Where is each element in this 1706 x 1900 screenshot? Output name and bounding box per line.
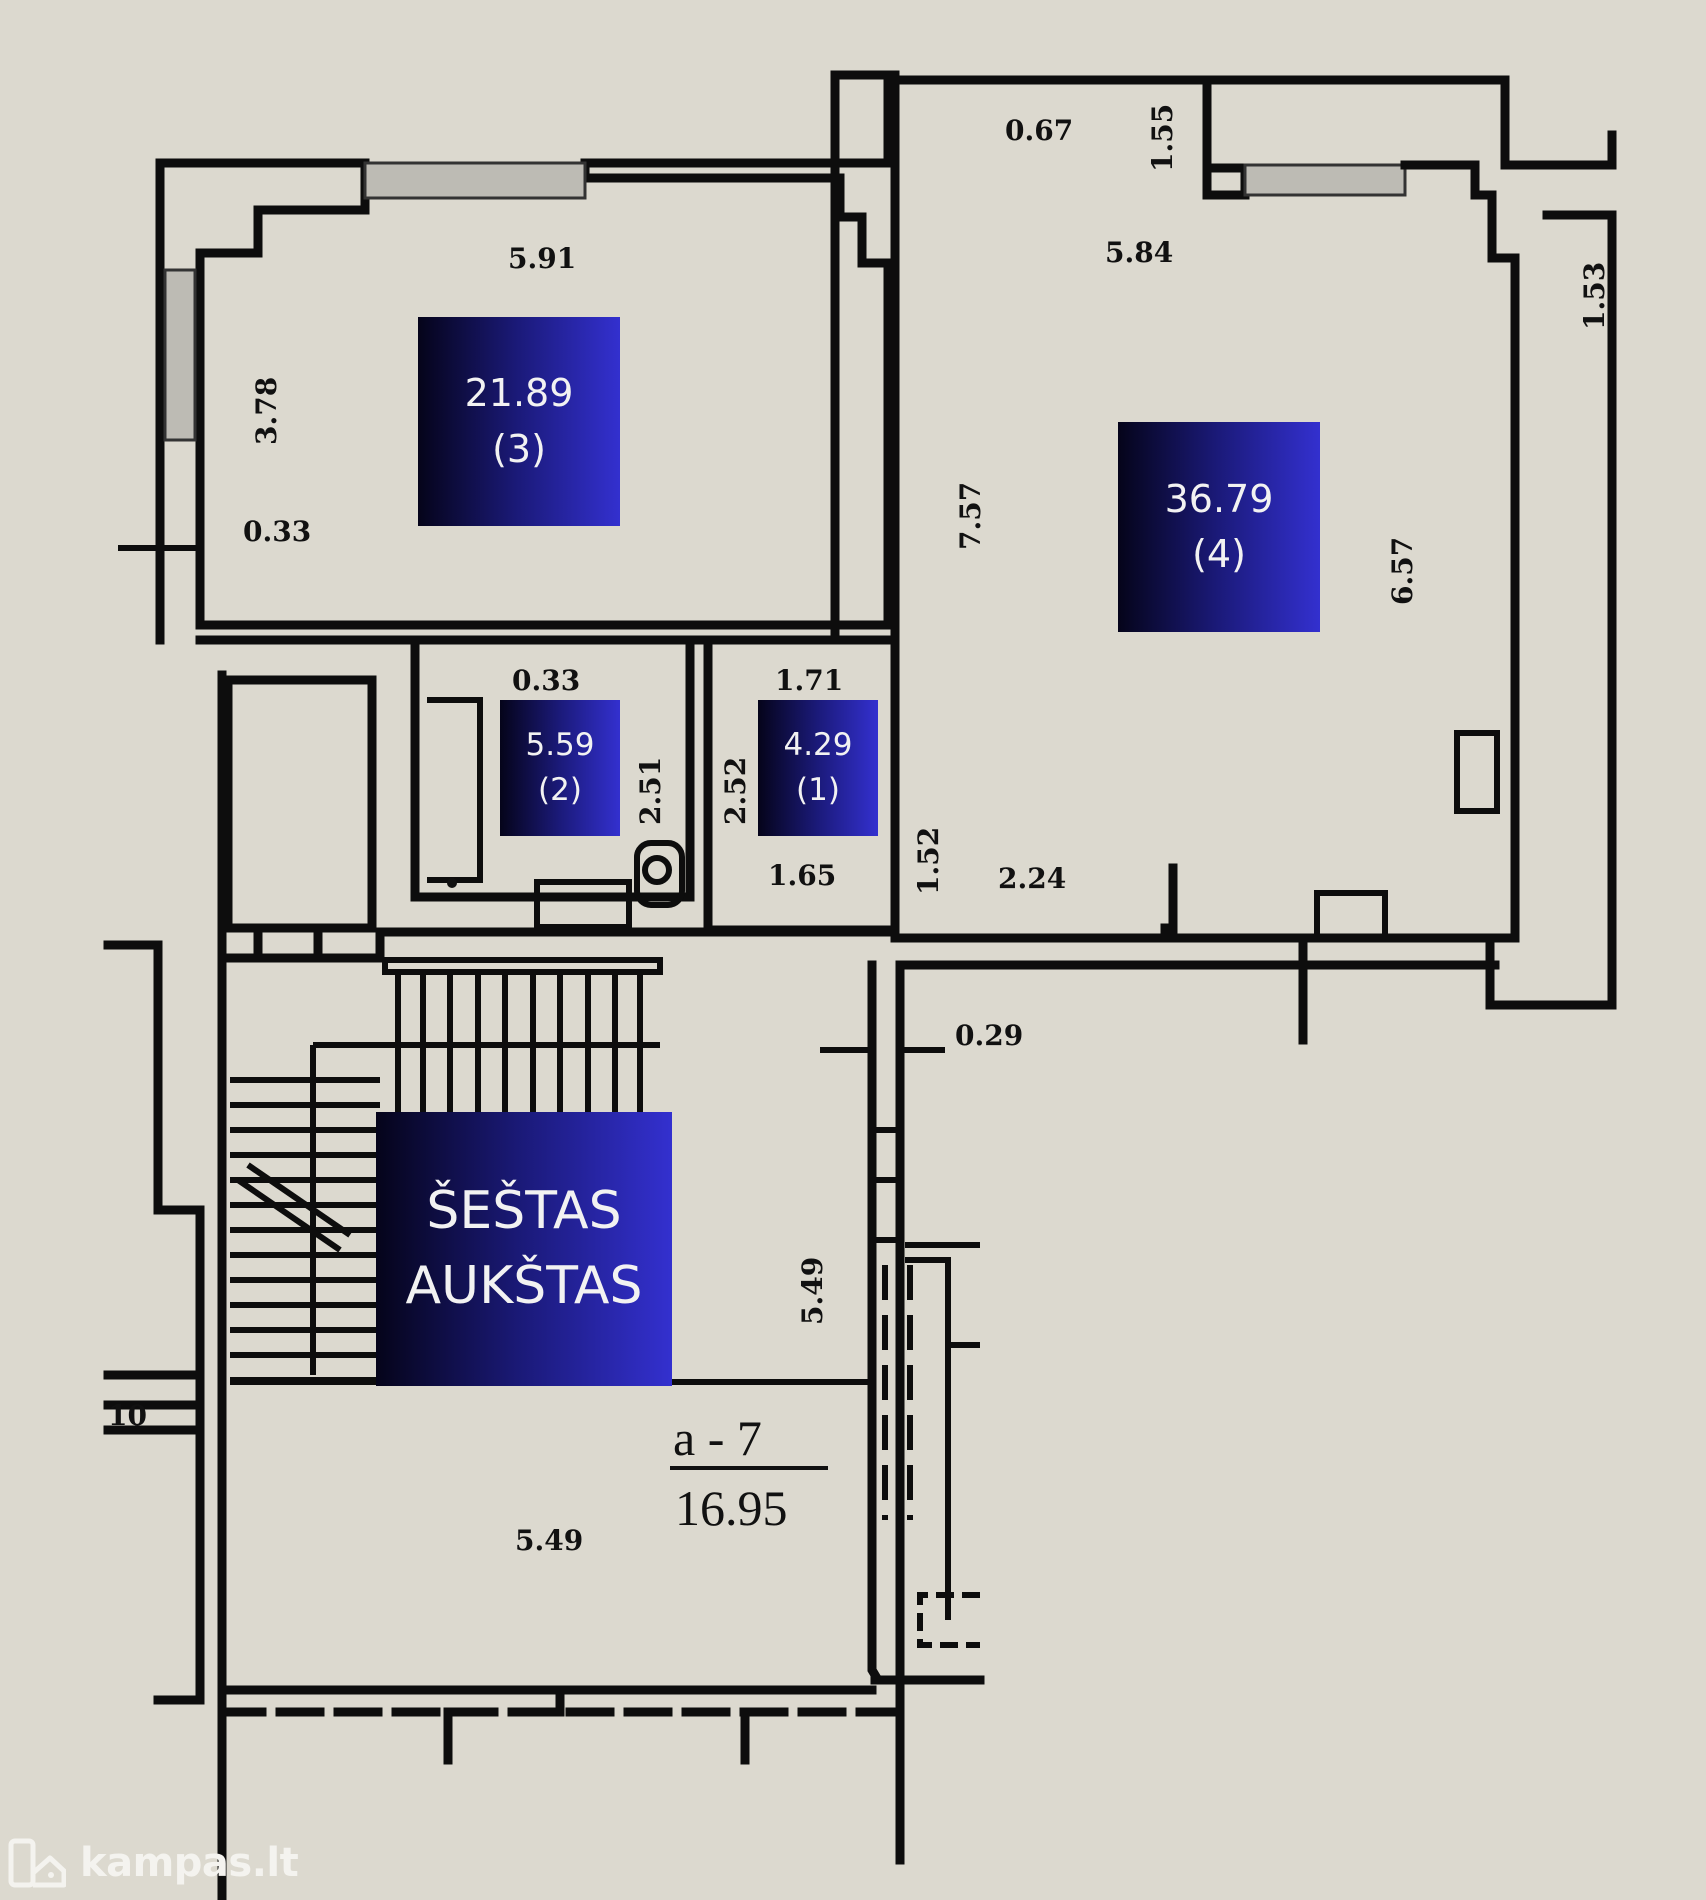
- dim-corridor-wall: 0.29: [955, 1019, 1023, 1052]
- stair-steps-lower: [230, 1077, 870, 1385]
- floor-label-badge: ŠEŠTAS AUKŠTAS: [376, 1112, 672, 1386]
- room-area: 21.89: [464, 371, 574, 416]
- floor-label-line1: ŠEŠTAS: [426, 1180, 622, 1241]
- dim-room3-width: 5.91: [508, 242, 576, 275]
- brand-name: kampas.lt: [80, 1840, 299, 1886]
- stairwell-walls: [103, 670, 1500, 1900]
- dim-wc-height: 2.52: [719, 757, 752, 825]
- room-badge-3: 21.89 (3): [418, 317, 620, 526]
- room-badge-1: 4.29 (1): [758, 700, 878, 836]
- stair-area: 16.95: [675, 1480, 788, 1536]
- room-number: (1): [796, 772, 840, 808]
- bathtub: [534, 879, 632, 930]
- stair-label: a - 7: [673, 1410, 762, 1466]
- stove: [1314, 890, 1388, 941]
- window: [163, 268, 197, 442]
- dim-bathroom-height: 2.51: [634, 757, 667, 825]
- dim-room4-width: 5.84: [1105, 236, 1173, 269]
- dim-room4-bottom: 2.24: [998, 862, 1066, 895]
- dim-bathroom-top: 0.33: [512, 664, 580, 697]
- room-3-walls: [118, 70, 900, 645]
- room-area: 5.59: [525, 727, 595, 764]
- room-number: (3): [492, 426, 546, 471]
- room-4-walls: [830, 70, 1617, 1045]
- room-badge-2: 5.59 (2): [500, 700, 620, 836]
- room-number: (2): [538, 772, 582, 808]
- dim-room4-left-height: 7.57: [954, 482, 987, 550]
- dim-balcony-height: 1.53: [1578, 262, 1611, 330]
- room-area: 4.29: [783, 727, 853, 764]
- dim-room3-offset: 0.33: [243, 515, 311, 548]
- kampas-house-icon: [8, 1838, 66, 1888]
- dim-room3-height: 3.78: [250, 377, 283, 445]
- dim-left-edge: 10: [108, 1399, 147, 1432]
- dim-room4-right-height: 6.57: [1386, 537, 1419, 605]
- toilet: [634, 840, 685, 908]
- dim-wc-bottom: 1.65: [768, 859, 836, 892]
- room-badge-4: 36.79 (4): [1118, 422, 1320, 632]
- dim-room4-top-vertical: 1.55: [1146, 104, 1179, 172]
- room-number: (4): [1192, 532, 1246, 576]
- room-area: 36.79: [1164, 476, 1274, 521]
- dim-room4-top-small: 0.67: [1005, 114, 1073, 147]
- dim-stair-width: 5.49: [515, 1524, 583, 1557]
- window: [363, 161, 587, 200]
- watermark: kampas.lt: [8, 1838, 299, 1888]
- dim-room4-small-vertical: 1.52: [912, 827, 945, 895]
- dim-wc-top: 1.71: [775, 664, 843, 697]
- window: [1243, 163, 1407, 197]
- radiator: [1454, 730, 1500, 814]
- floor-label-line2: AUKŠTAS: [405, 1256, 643, 1316]
- dim-stair-height: 5.49: [796, 1257, 829, 1325]
